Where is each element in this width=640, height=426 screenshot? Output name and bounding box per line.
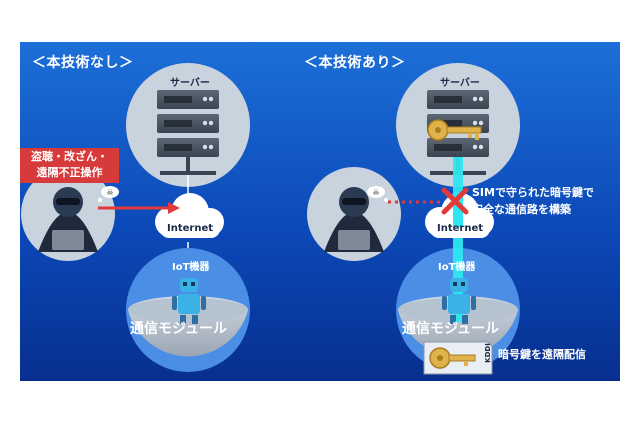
diagram-panel: ☠: [20, 42, 620, 381]
right-server-group: [396, 63, 520, 187]
left-hacker-icon: [21, 167, 115, 261]
block-x-icon: [441, 187, 469, 215]
left-server-icon: [157, 90, 219, 175]
server-key-icon: [427, 119, 482, 141]
left-robot-icon: [172, 278, 206, 324]
left-server-group: [126, 63, 250, 187]
right-robot-icon: [442, 278, 476, 324]
secure-note: SIMで守られた暗号鍵で 安全な通信路を構築: [472, 184, 594, 218]
left-cloud-icon: [155, 193, 224, 238]
sim-brand-label: KDDI: [483, 343, 492, 363]
secure-channel: [453, 157, 463, 322]
threat-line-1: 盗聴・改ざん・: [31, 150, 108, 163]
right-cloud-label: Internet: [437, 223, 484, 234]
secure-note-line-2: 安全な通信路を構築: [472, 203, 571, 216]
left-cloud-label: Internet: [167, 223, 214, 234]
key-delivery-label: 暗号鍵を遠隔配信: [498, 348, 586, 361]
secure-channel-top: [453, 192, 463, 227]
left-skull-bubble-icon: ☠: [98, 186, 119, 202]
right-heading: ＜本技術あり＞: [304, 55, 406, 71]
threat-line-2: 遠隔不正操作: [36, 166, 103, 179]
left-attack-arrow: [98, 202, 180, 214]
svg-text:☠: ☠: [372, 188, 379, 197]
right-module-label: 通信モジュール: [402, 321, 500, 337]
delivery-key-icon: [429, 347, 476, 369]
diagram-graphics: ☠: [21, 63, 520, 375]
right-hacker-icon: [307, 167, 401, 261]
threat-warning: 盗聴・改ざん・ 遠隔不正操作: [20, 148, 119, 183]
right-device-label: IoT機器: [438, 262, 476, 273]
right-server-label: サーバー: [440, 78, 480, 89]
svg-text:☠: ☠: [106, 188, 113, 197]
left-server-label: サーバー: [170, 78, 210, 89]
left-device-label: IoT機器: [172, 262, 210, 273]
left-module-label: 通信モジュール: [130, 321, 228, 337]
left-heading: ＜本技術なし＞: [32, 55, 134, 71]
secure-note-line-1: SIMで守られた暗号鍵で: [472, 186, 594, 199]
right-skull-bubble-icon: ☠: [367, 186, 388, 202]
